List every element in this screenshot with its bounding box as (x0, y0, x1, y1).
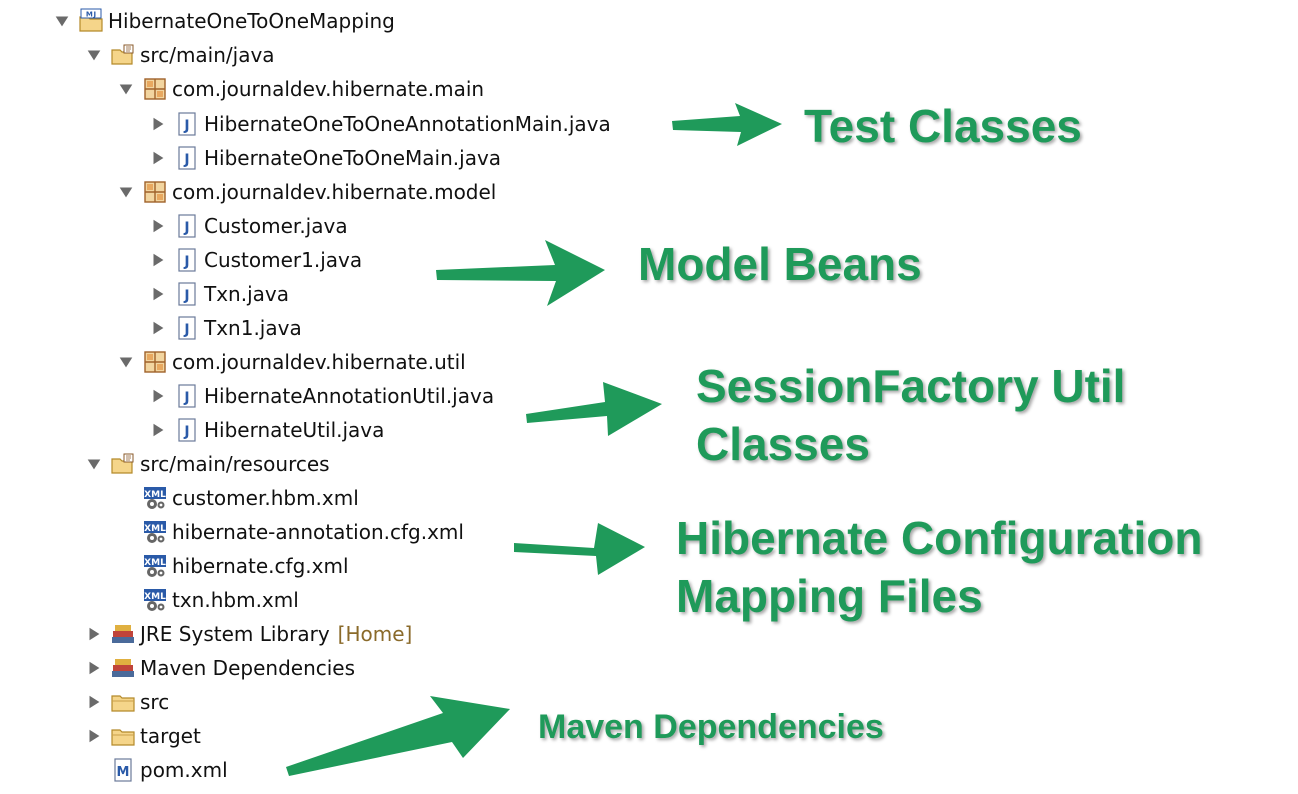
tree-item-main-java[interactable]: HibernateOneToOneMain.java (148, 141, 501, 175)
tree-item-label: JRE System Library (140, 622, 330, 646)
tree-item-customer-hbm-xml[interactable]: customer.hbm.xml (142, 481, 359, 515)
annotation-model-beans: Model Beans (638, 238, 922, 290)
tree-item-label: src (140, 690, 170, 714)
tree-item-customer1-java[interactable]: Customer1.java (148, 243, 362, 277)
tree-item-label: pom.xml (140, 758, 228, 782)
tree-item-target[interactable]: target (84, 719, 201, 753)
tree-item-label: customer.hbm.xml (172, 486, 359, 510)
tree-item-src[interactable]: src (84, 685, 169, 719)
tree-item-label: Customer.java (204, 214, 348, 238)
jre-home-decoration: [Home] (337, 622, 413, 646)
tree-item-hibernate-cfg-xml[interactable]: hibernate.cfg.xml (142, 549, 349, 583)
annotation-hibernate-config-line1: Hibernate Configuration (676, 512, 1203, 564)
tree-item-src-main-resources[interactable]: src/main/resources (84, 447, 330, 481)
tree-item-package-model[interactable]: com.journaldev.hibernate.model (116, 175, 496, 209)
tree-item-label: HibernateOneToOneMain.java (204, 146, 502, 170)
arrow-hibernate-config (514, 523, 645, 575)
annotation-hibernate-config-line2: Mapping Files (676, 570, 983, 622)
tree-item-util-java[interactable]: HibernateUtil.java (148, 413, 384, 447)
tree-item-label: target (140, 724, 201, 748)
tree-item-label: Txn.java (204, 282, 289, 306)
arrow-session-factory (526, 382, 662, 436)
tree-item-pom-xml[interactable]: pom.xml (110, 753, 228, 787)
annotation-maven-dependencies: Maven Dependencies (538, 708, 884, 746)
tree-item-label: com.journaldev.hibernate.main (172, 77, 485, 101)
annotation-session-factory-line1: SessionFactory Util (696, 360, 1126, 412)
arrow-test-classes (672, 103, 782, 146)
tree-item-annotation-main-java[interactable]: HibernateOneToOneAnnotationMain.java (148, 107, 611, 141)
tree-item-label: HibernateAnnotationUtil.java (204, 384, 495, 408)
tree-item-txn1-java[interactable]: Txn1.java (148, 311, 302, 345)
tree-item-package-util[interactable]: com.journaldev.hibernate.util (116, 345, 466, 379)
tree-item-label: Customer1.java (204, 248, 363, 272)
tree-item-package-main[interactable]: com.journaldev.hibernate.main (116, 72, 484, 106)
tree-item-label: com.journaldev.hibernate.model (172, 180, 497, 204)
tree-item-annotation-util-java[interactable]: HibernateAnnotationUtil.java (148, 379, 494, 413)
arrow-maven-dependencies (286, 696, 510, 776)
tree-item-label: src/main/java (140, 43, 275, 67)
tree-item-label: HibernateUtil.java (204, 418, 385, 442)
tree-item-label: src/main/resources (140, 452, 330, 476)
tree-item-maven-dependencies[interactable]: Maven Dependencies (84, 651, 355, 685)
tree-item-label: com.journaldev.hibernate.util (172, 350, 466, 374)
arrow-model-beans (436, 240, 605, 306)
tree-item-txn-hbm-xml[interactable]: txn.hbm.xml (142, 583, 299, 617)
tree-item-label: Maven Dependencies (140, 656, 356, 680)
tree-item-label: HibernateOneToOneMapping (108, 9, 395, 33)
tree-item-customer-java[interactable]: Customer.java (148, 209, 348, 243)
tree-item-label: HibernateOneToOneAnnotationMain.java (204, 112, 611, 136)
tree-item-hibernate-annotation-cfg-xml[interactable]: hibernate-annotation.cfg.xml (142, 515, 464, 549)
tree-item-label: txn.hbm.xml (172, 588, 299, 612)
tree-item-label: hibernate.cfg.xml (172, 554, 349, 578)
tree-item-txn-java[interactable]: Txn.java (148, 277, 289, 311)
tree-item-jre-system-library[interactable]: JRE System Library [Home] (84, 617, 412, 651)
annotation-test-classes: Test Classes (804, 100, 1082, 152)
tree-item-project[interactable]: HibernateOneToOneMapping (52, 4, 395, 38)
tree-item-src-main-java[interactable]: src/main/java (84, 38, 275, 72)
tree-item-label: Txn1.java (204, 316, 302, 340)
annotation-session-factory-line2: Classes (696, 418, 870, 470)
tree-item-label: hibernate-annotation.cfg.xml (172, 520, 464, 544)
